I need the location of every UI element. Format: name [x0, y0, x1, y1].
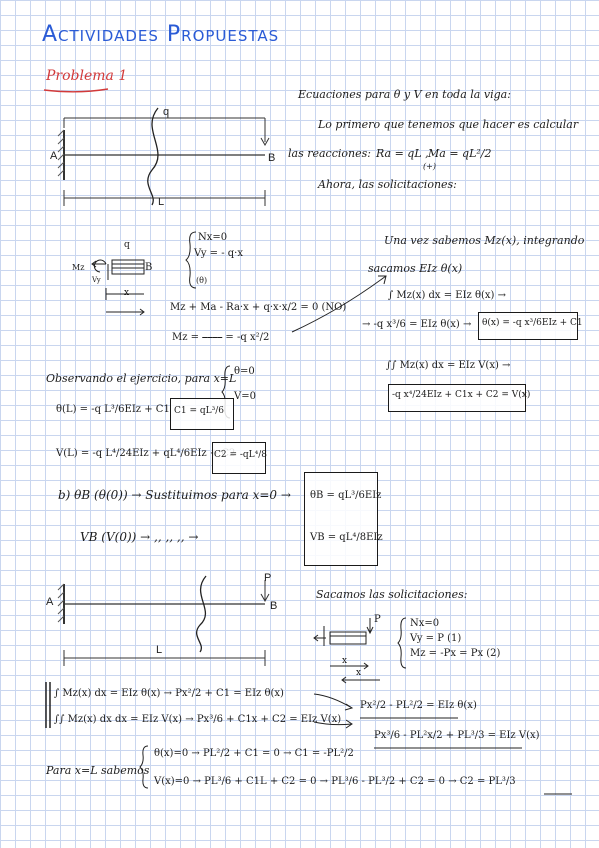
cond2: V(x)=0 → PL³/6 + C1L + C2 = 0 → PL³/6 - …	[154, 776, 516, 787]
fbd1-brace	[185, 231, 197, 289]
una-vez-1: Una vez sabemos Mz(x), integrando	[384, 234, 585, 247]
beam2-support-label: A	[46, 596, 54, 608]
first-line-2: las reacciones:	[288, 147, 371, 160]
fbd1-nv: Vy	[92, 276, 101, 284]
beam2-end-label: B	[270, 600, 278, 612]
fbd1-vy-eq: Vy = - q·x	[194, 248, 243, 259]
vB-text: VB = qL⁴/8EIz	[310, 532, 383, 543]
int1-mid: → -q x³/6 = EIz θ(x) →	[362, 319, 472, 330]
v-L-eq: V(L) = -q L⁴/24EIz + qL⁴/6EIz + C2	[56, 448, 236, 459]
c1-box	[170, 398, 234, 430]
int2-2: ∫∫ Mz(x) dx dx = EIz V(x) → Px³/6 + C1x …	[54, 714, 342, 725]
beam1-support-label: A	[50, 150, 58, 162]
beam2-diagram	[57, 575, 270, 666]
problem-label: Problema 1	[46, 68, 128, 84]
moment-sum-eq: Mz + Ma - Ra·x + q·x·x/2 = 0 (NO)	[170, 302, 347, 313]
beam1-end-label: B	[268, 152, 276, 164]
ma-equation: Ma = qL²/2	[428, 147, 492, 160]
beam1-load-label: q	[163, 106, 170, 118]
observando-text: Observando el ejercicio, para x=L	[46, 372, 237, 385]
theta-box	[478, 312, 578, 340]
beam2-load-label: P	[264, 572, 272, 584]
int2-left: ∫∫ Mz(x) dx = EIz V(x) →	[386, 360, 511, 371]
fbd2-x1: x	[342, 656, 348, 666]
beam1-length-label: L	[158, 196, 165, 208]
fbd2-p: P	[374, 614, 381, 625]
v-box	[388, 384, 526, 412]
cond1: θ(x)=0 → PL²/2 + C1 = 0 → C1 = -PL²/2	[154, 748, 354, 759]
fbd2-n-eq: Nx=0	[410, 618, 440, 629]
theta-box-text: θ(x) = -q x³/6EIz + C1	[482, 318, 583, 328]
c1-box-text: C1 = qL³/6	[174, 406, 224, 416]
fbd2-diagram	[313, 618, 380, 684]
vb-line-text: VB (V(0)) → ,, ,, ,, →	[80, 530, 199, 544]
fbd1-q: q	[124, 240, 130, 250]
fbd2-brace	[397, 617, 407, 669]
int2-1: ∫ Mz(x) dx = EIz θ(x) → Px²/2 + C1 = EIz…	[54, 688, 284, 699]
page-title: Actividades Propuestas	[42, 22, 280, 47]
int1-left: ∫ Mz(x) dx = EIz θ(x) →	[388, 290, 507, 301]
mz-result-eq: Mz = ⎯⎯⎯⎯ = -q x²/2	[172, 332, 270, 343]
ra-equation: Ra = qL ,	[376, 147, 429, 160]
v-box-text: -q x⁴/24EIz + C1x + C2 = V(x)	[392, 390, 531, 400]
problem-underline	[43, 88, 109, 93]
sacamos-text: Sacamos las solicitaciones:	[316, 588, 468, 601]
arrows-to-results	[313, 693, 354, 729]
res2-underline	[374, 747, 522, 749]
c2-box	[212, 442, 266, 474]
una-vez-2: sacamos EIz θ(x)	[368, 262, 463, 275]
ma-sign: (+)	[423, 162, 436, 171]
eq-heading: Ecuaciones para θ y V en toda la viga:	[298, 88, 511, 101]
part-b-text: b) θB (θ(0)) → Sustituimos para x=0 →	[58, 488, 291, 502]
fbd1-x: x	[124, 288, 130, 298]
theta-L-eq: θ(L) = -q L³/6EIz + C1	[56, 404, 170, 415]
fbd2-mz-eq: Mz = -Px = Px (2)	[410, 648, 501, 659]
res1-underline	[360, 717, 458, 719]
fbd1-b: B	[145, 262, 153, 273]
fbd1-n-eq: Nx=0	[198, 232, 228, 243]
beam2-length-label: L	[156, 644, 163, 656]
fbd1-mark: (θ)	[196, 276, 208, 285]
v-cond: V=0	[234, 391, 256, 402]
fbd1-mz: Mz	[72, 263, 85, 272]
c2-box-text: C2 = -qL⁴/8	[214, 450, 268, 460]
res2: Px³/6 - PL²x/2 + PL³/3 = EIz V(x)	[374, 730, 540, 741]
fbd2-vy-eq: Vy = P (1)	[410, 633, 462, 644]
para-text: Para x=L sabemos	[46, 764, 150, 777]
fbd1-diagram	[91, 259, 145, 316]
fbd2-x2: x	[356, 668, 362, 678]
int-bar	[45, 682, 51, 728]
first-line-1: Lo primero que tenemos que hacer es calc…	[318, 118, 579, 131]
para-brace	[139, 745, 149, 789]
ahora-text: Ahora, las solicitaciones:	[318, 178, 457, 191]
res1: Px²/2 - PL²/2 = EIz θ(x)	[360, 700, 477, 711]
c2-underline	[544, 793, 572, 795]
theta-cond: θ=0	[234, 366, 255, 377]
beam1-diagram	[57, 107, 270, 206]
result-box	[304, 472, 378, 566]
thetaB-text: θB = qL³/6EIz	[310, 490, 382, 501]
arrow-to-integration	[291, 275, 387, 333]
